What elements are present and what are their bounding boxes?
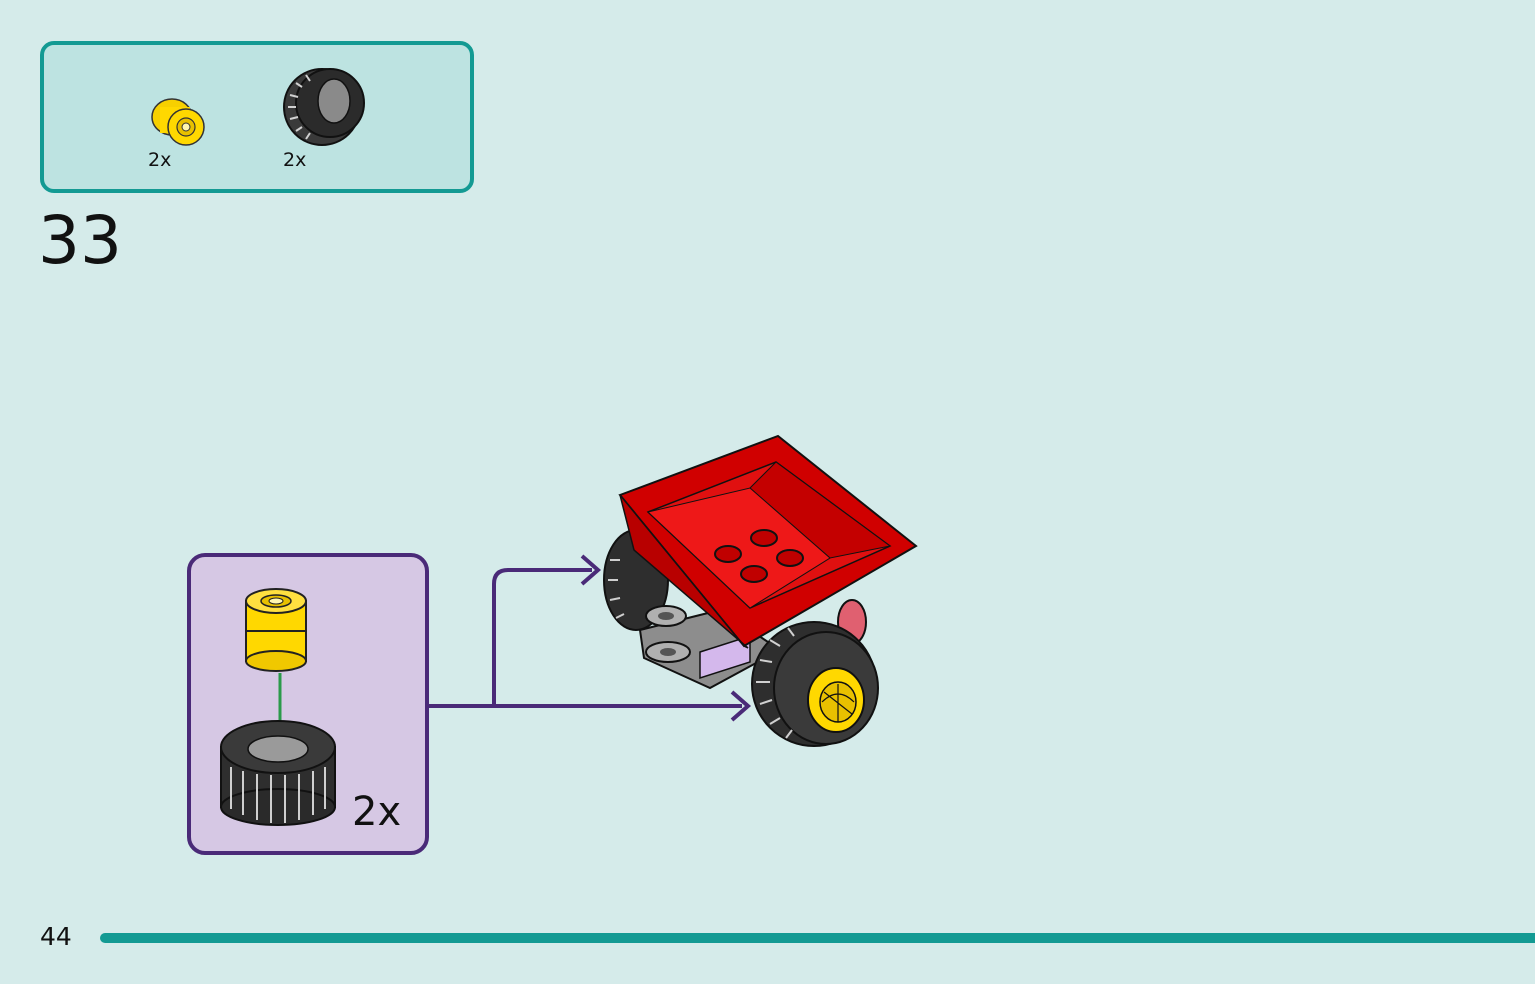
tire-quantity: 2x	[283, 149, 307, 171]
step-number: 33	[38, 202, 122, 279]
parts-list-box: 2x 2x	[40, 41, 474, 193]
sub-assembly-box: 2x	[187, 553, 429, 855]
black-tire-part-icon	[283, 68, 365, 146]
yellow-rim-icon	[245, 588, 307, 672]
yellow-rim-part-icon	[151, 98, 205, 146]
sub-assembly-quantity: 2x	[352, 789, 402, 835]
rim-quantity: 2x	[148, 149, 172, 171]
placement-arrow-upper	[492, 568, 592, 706]
footer-bar	[100, 933, 1535, 943]
black-tire-icon	[220, 720, 336, 826]
dump-cart-model-illustration	[603, 434, 918, 747]
page-number: 44	[40, 922, 72, 951]
